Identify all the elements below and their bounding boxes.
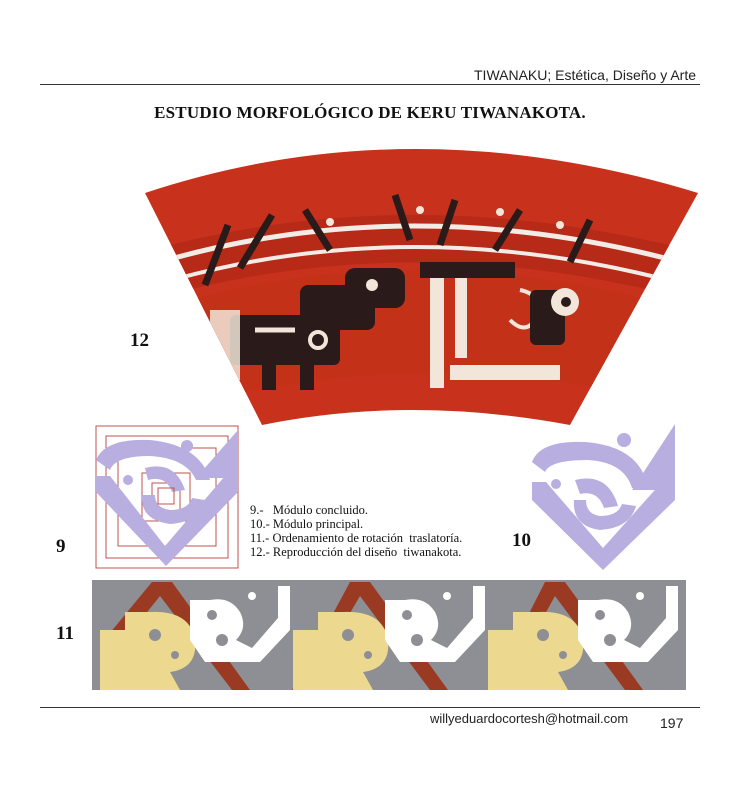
legend-item-12: 12.- Reproducción del diseño tiwanakota.: [250, 545, 462, 559]
author-email: willyeduardocortesh@hotmail.com: [430, 711, 629, 726]
page-number: 197: [660, 715, 684, 731]
figure-label-10: 10: [512, 530, 531, 551]
figure-label-11: 11: [56, 623, 74, 644]
legend-item-10: 10.- Módulo principal.: [250, 517, 364, 531]
figure-label-9: 9: [56, 536, 66, 557]
footer-rule: [40, 707, 700, 708]
header-rule: [40, 84, 700, 85]
figure-legend: 9.- Módulo concluido. 10.- Módulo princi…: [250, 503, 462, 559]
legend-item-11: 11.- Ordenamiento de rotación traslatorí…: [250, 531, 463, 545]
page-title: ESTUDIO MORFOLÓGICO DE KERU TIWANAKOTA.: [154, 103, 586, 122]
legend-item-9: 9.- Módulo concluido.: [250, 503, 369, 517]
running-title: TIWANAKU; Estética, Diseño y Arte: [474, 67, 696, 83]
figure-label-12: 12: [130, 330, 149, 351]
